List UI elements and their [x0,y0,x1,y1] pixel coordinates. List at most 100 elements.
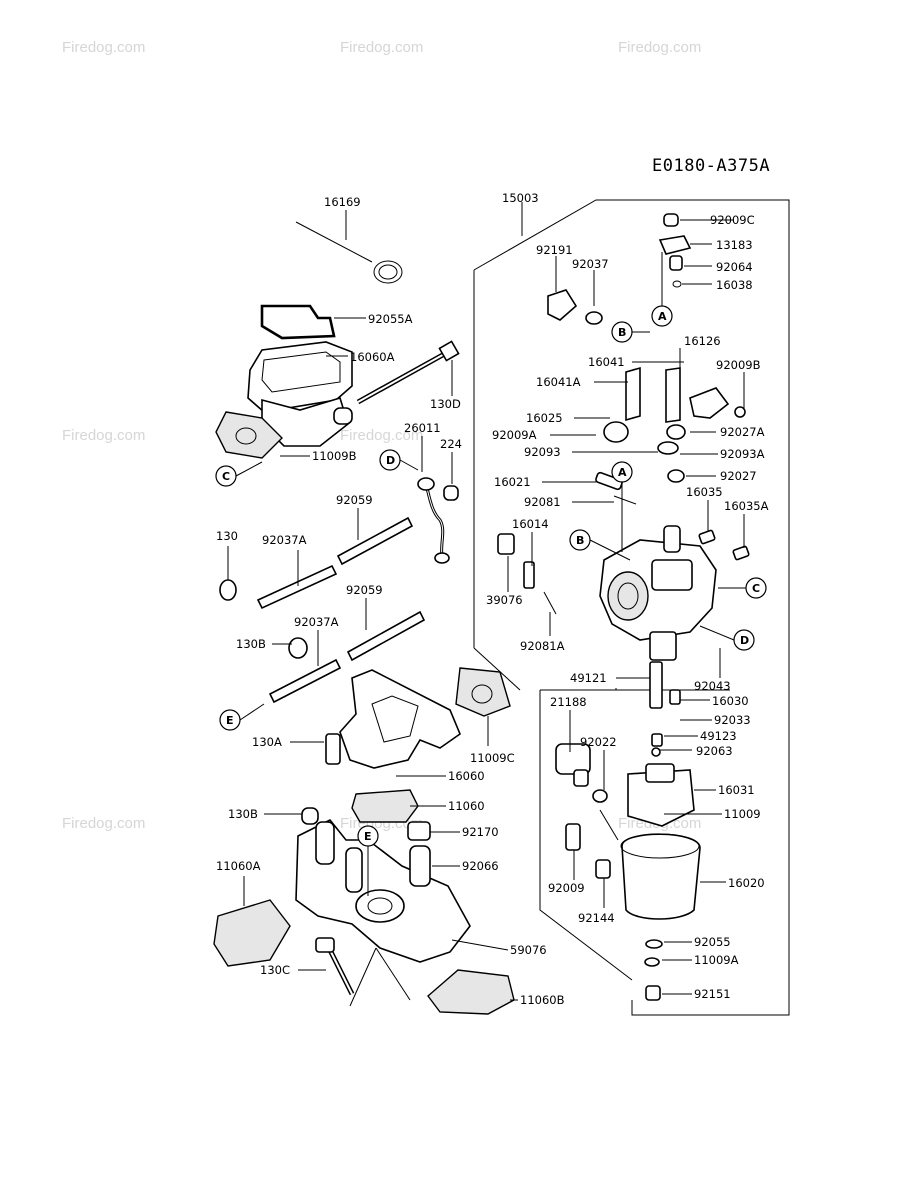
callout-b: B [569,529,591,551]
float-bowl-shapes [555,661,701,1001]
part-label-15003: 15003 [502,191,539,205]
callout-label: B [576,534,584,547]
part-label-92043: 92043 [694,679,731,693]
watermark: Firedog.com [340,427,423,444]
callout-d: D [733,629,755,651]
linkage-shapes [497,213,750,615]
part-label-16038: 16038 [716,278,753,292]
part-label-16035A: 16035A [724,499,769,513]
part-label-130B: 130B [228,807,258,821]
part-label-92037A: 92037A [294,615,339,629]
callout-c: C [215,465,237,487]
watermark: Firedog.com [340,39,423,56]
callout-a: A [611,461,633,483]
part-label-92009A: 92009A [492,428,537,442]
part-label-92027A: 92027A [720,425,765,439]
part-label-130C: 130C [260,963,290,977]
callout-label: B [618,326,626,339]
callout-label: A [618,466,627,479]
part-label-92009C: 92009C [710,213,755,227]
part-130D-shape [356,340,460,405]
part-label-92151: 92151 [694,987,731,1001]
part-label-16041A: 16041A [536,375,581,389]
part-label-16031: 16031 [718,783,755,797]
callout-label: D [386,454,395,467]
part-label-130A: 130A [252,735,282,749]
diagram-code: E0180-A375A [652,156,770,176]
part-label-59076: 59076 [510,943,547,957]
part-11060A-shape [213,899,291,967]
part-11060B-shape [427,969,515,1015]
part-11060-shape [351,789,419,823]
part-label-92170: 92170 [462,825,499,839]
watermark: Firedog.com [62,815,145,832]
part-label-11060A: 11060A [216,859,261,873]
part-label-16041: 16041 [588,355,625,369]
part-16060A-shape [215,341,353,459]
callout-label: A [658,310,667,323]
part-label-92055A: 92055A [368,312,413,326]
part-label-92033: 92033 [714,713,751,727]
callout-e: E [357,825,379,847]
carburetor-body-shape [599,525,717,661]
part-label-92022: 92022 [580,735,617,749]
part-label-11009A: 11009A [694,953,739,967]
watermark-layer: Firedog.com Firedog.com Firedog.com Fire… [62,39,701,832]
callout-label: C [222,470,230,483]
part-16169-shape [295,221,403,284]
part-label-11060: 11060 [448,799,485,813]
part-label-92037: 92037 [572,257,609,271]
part-label-21188: 21188 [550,695,587,709]
part-label-11009B: 11009B [312,449,357,463]
callout-label: C [752,582,760,595]
part-label-130B: 130B [236,637,266,651]
part-label-11009C: 11009C [470,751,515,765]
part-label-11060B: 11060B [520,993,565,1007]
part-label-16060: 16060 [448,769,485,783]
callout-e: E [219,709,241,731]
callout-label: E [364,830,372,843]
part-label-92009: 92009 [548,881,585,895]
watermark: Firedog.com [62,427,145,444]
callout-label: E [226,714,234,727]
part-label-49121: 49121 [570,671,607,685]
callout-connectors [235,331,746,896]
part-label-92027: 92027 [720,469,757,483]
part-label-16014: 16014 [512,517,549,531]
part-label-92081A: 92081A [520,639,565,653]
leader-lines [227,202,745,1007]
part-label-16060A: 16060A [350,350,395,364]
part-16060-shape [325,667,511,769]
callout-c: C [745,577,767,599]
part-label-92081: 92081 [524,495,561,509]
callout-d: D [379,449,401,471]
part-92055A-shape [260,304,336,340]
part-label-16126: 16126 [684,334,721,348]
part-label-16020: 16020 [728,876,765,890]
part-label-92066: 92066 [462,859,499,873]
part-label-92063: 92063 [696,744,733,758]
part-label-16025: 16025 [526,411,563,425]
rods-shapes [219,516,426,704]
part-label-224: 224 [440,437,462,451]
part-label-92144: 92144 [578,911,615,925]
part-label-16035: 16035 [686,485,723,499]
part-label-92191: 92191 [536,243,573,257]
part-labels: 16169 15003 92191 92037 92009C 13183 920… [216,191,769,1007]
part-label-92059: 92059 [336,493,373,507]
part-label-11009: 11009 [724,807,761,821]
part-label-92093A: 92093A [720,447,765,461]
part-label-130: 130 [216,529,238,543]
part-label-92064: 92064 [716,260,753,274]
callout-b: B [611,321,633,343]
watermark: Firedog.com [62,39,145,56]
part-label-16169: 16169 [324,195,361,209]
part-label-49123: 49123 [700,729,737,743]
callout-markers: A B C D A B C D [215,305,767,847]
part-label-92009B: 92009B [716,358,761,372]
part-label-130D: 130D [430,397,461,411]
part-label-39076: 39076 [486,593,523,607]
part-label-16021: 16021 [494,475,531,489]
part-label-16030: 16030 [712,694,749,708]
